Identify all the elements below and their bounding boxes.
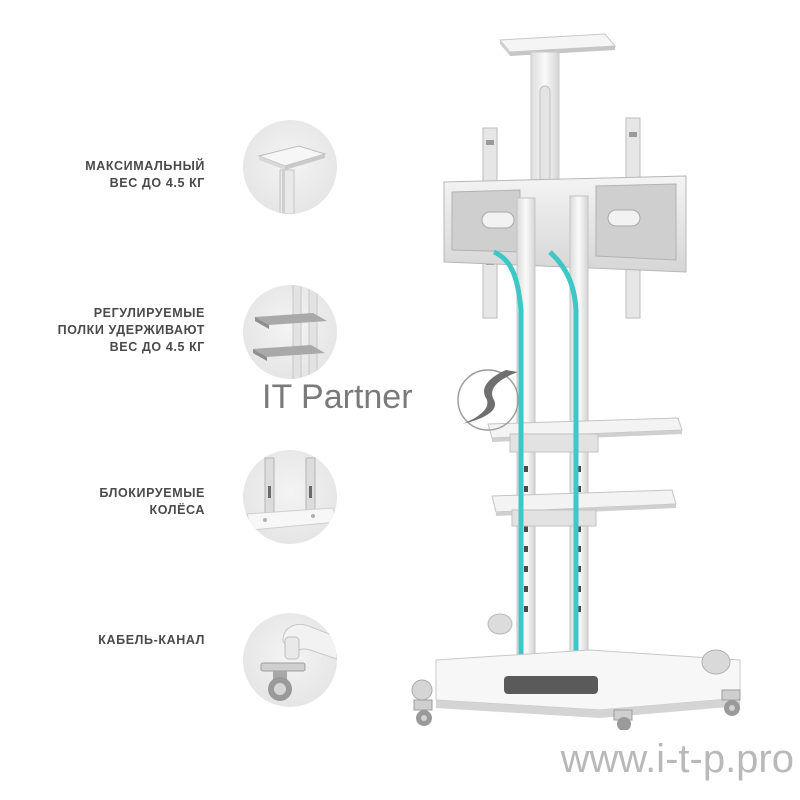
feature-label: МАКСИМАЛЬНЫЙ ВЕС ДО 4.5 КГ (85, 159, 205, 190)
feature-label: РЕГУЛИРУЕМЫЕ ПОЛКИ УДЕРЖИВАЮТ ВЕС ДО 4.5… (57, 306, 205, 354)
footer-url: www.i-t-p.pro (560, 737, 794, 781)
feature-label: БЛОКИРУЕМЫЕ КОЛЁСА (99, 486, 205, 517)
tv-stand-image (411, 33, 741, 730)
watermark-text: IT Partner (262, 378, 413, 416)
partner-logo-icon (457, 369, 519, 431)
top-shelf-icon (243, 120, 337, 214)
feature-label: КАБЕЛЬ-КАНАЛ (98, 633, 205, 647)
column-base-icon (243, 450, 337, 544)
wheel-cable-icon (243, 613, 337, 707)
shelves-icon (243, 285, 337, 379)
